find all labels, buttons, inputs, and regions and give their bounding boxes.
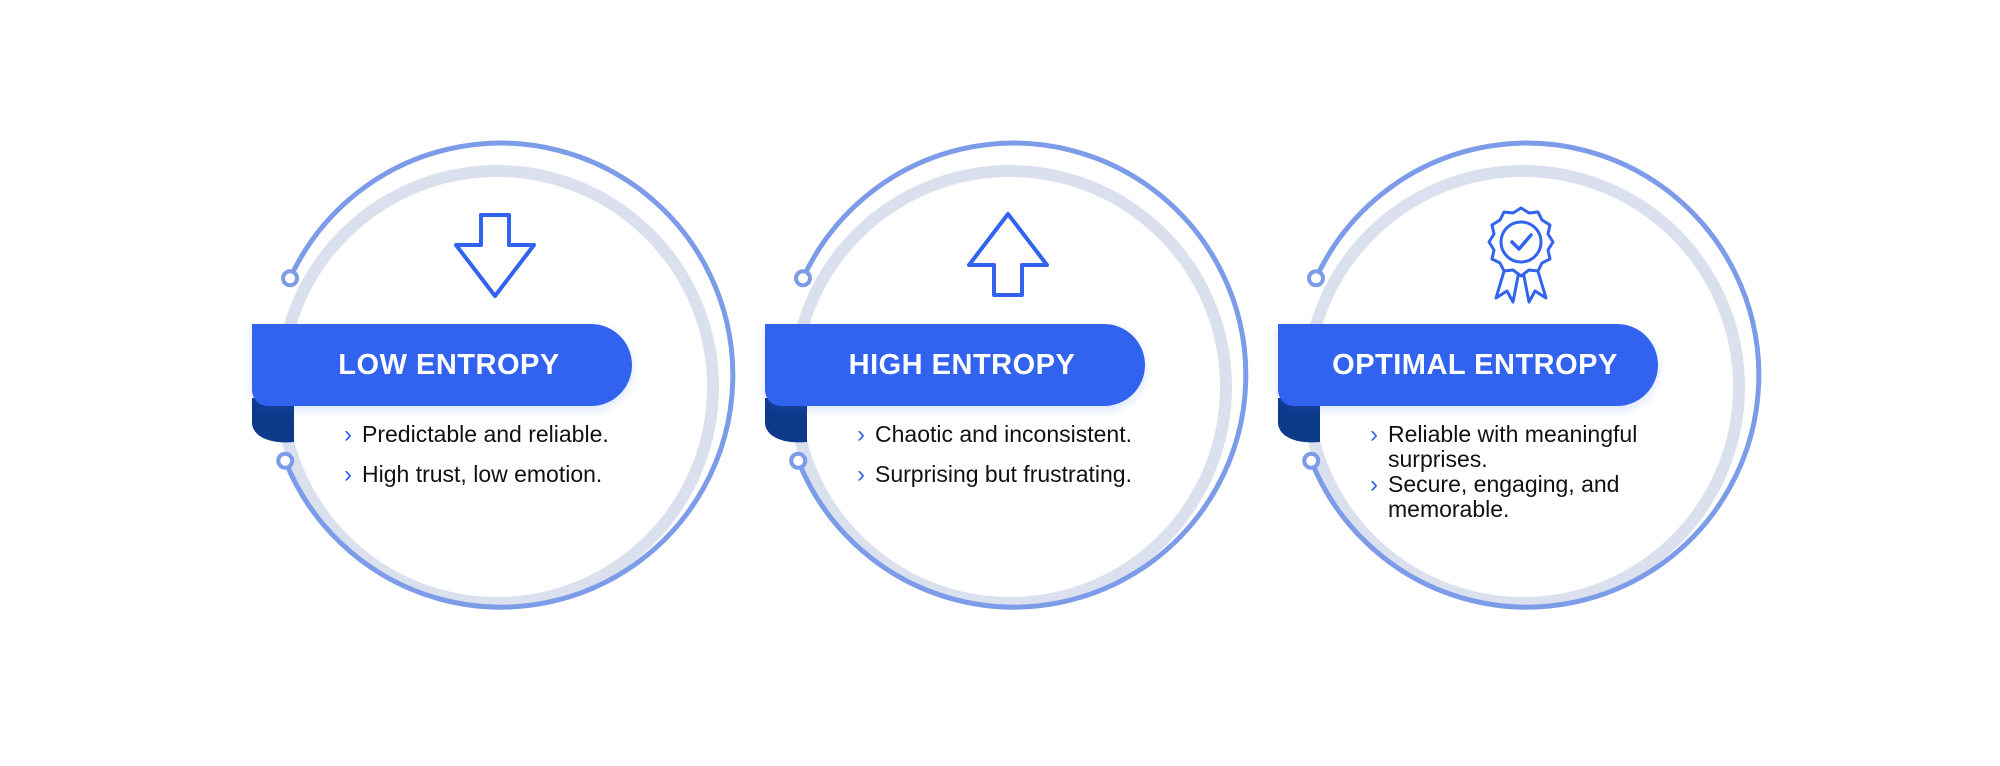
bullet-text: Surprising but frustrating. <box>875 461 1132 487</box>
card-title: HIGH ENTROPY <box>848 348 1076 381</box>
title-ribbon: HIGH ENTROPY <box>765 324 1145 406</box>
list-item: › Chaotic and inconsistent. <box>857 422 1157 448</box>
chevron-right-icon: › <box>1370 471 1378 498</box>
bullet-text: Chaotic and inconsistent. <box>875 421 1132 447</box>
ribbon-fold <box>1276 398 1320 446</box>
list-item: › Secure, engaging, and memorable. <box>1370 472 1670 522</box>
card-title: OPTIMAL ENTROPY <box>1332 348 1618 381</box>
bullet-list: › Reliable with meaningful surprises. › … <box>1370 422 1670 522</box>
list-item: › Surprising but frustrating. <box>857 462 1157 488</box>
chevron-right-icon: › <box>857 421 865 448</box>
chevron-right-icon: › <box>344 421 352 448</box>
bullet-text: Secure, engaging, and memorable. <box>1388 471 1620 522</box>
title-ribbon: OPTIMAL ENTROPY <box>1278 324 1658 406</box>
award-badge-icon <box>1456 200 1586 310</box>
bullet-text: Predictable and reliable. <box>362 421 609 447</box>
card-optimal-entropy: OPTIMAL ENTROPY › Reliable with meaningf… <box>1276 140 1776 630</box>
card-high-entropy: HIGH ENTROPY › Chaotic and inconsistent.… <box>763 140 1263 630</box>
card-title: LOW ENTROPY <box>338 348 560 381</box>
chevron-right-icon: › <box>1370 421 1378 448</box>
chevron-right-icon: › <box>344 461 352 488</box>
card-low-entropy: LOW ENTROPY › Predictable and reliable. … <box>250 140 750 630</box>
arrow-up-icon <box>943 200 1073 310</box>
chevron-right-icon: › <box>857 461 865 488</box>
bullet-list: › Chaotic and inconsistent. › Surprising… <box>857 422 1157 502</box>
ribbon-fold <box>763 398 807 446</box>
bullet-text: High trust, low emotion. <box>362 461 603 487</box>
ribbon-fold <box>250 398 294 446</box>
arrow-down-icon <box>430 200 560 310</box>
list-item: › High trust, low emotion. <box>344 462 644 488</box>
title-ribbon: LOW ENTROPY <box>252 324 632 406</box>
list-item: › Predictable and reliable. <box>344 422 644 448</box>
list-item: › Reliable with meaningful surprises. <box>1370 422 1670 472</box>
bullet-list: › Predictable and reliable. › High trust… <box>344 422 644 502</box>
bullet-text: Reliable with meaningful surprises. <box>1388 421 1638 472</box>
